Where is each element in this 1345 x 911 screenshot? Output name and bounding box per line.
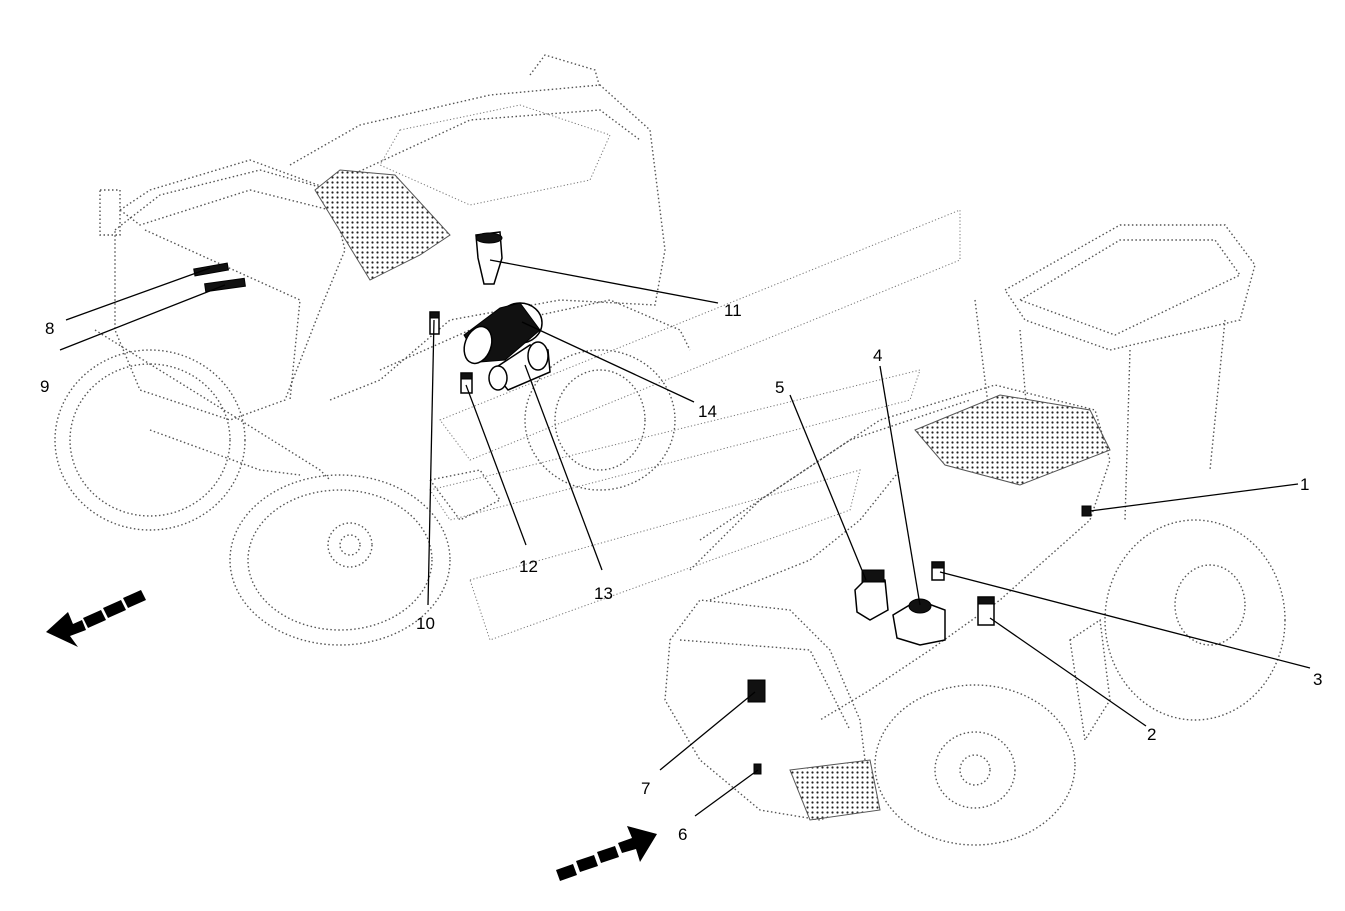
callout-7: 7 <box>641 779 650 798</box>
callout-10: 10 <box>416 614 435 633</box>
callout-9: 9 <box>40 377 49 396</box>
callout-11: 11 <box>724 301 742 320</box>
callout-12: 12 <box>519 557 538 576</box>
callout-5: 5 <box>775 378 784 397</box>
tractor-rear-view <box>54 54 961 646</box>
callout-6: 6 <box>678 825 687 844</box>
tractor-front-view <box>664 224 1286 846</box>
leader-lines <box>59 259 1311 817</box>
callout-14: 14 <box>698 402 717 421</box>
direction-arrow-icon <box>46 590 146 647</box>
callout-13: 13 <box>594 584 613 603</box>
callout-4: 4 <box>873 346 882 365</box>
callout-2: 2 <box>1147 725 1156 744</box>
direction-arrow-icon <box>556 826 657 881</box>
callout-3: 3 <box>1313 670 1322 689</box>
callout-1: 1 <box>1300 475 1309 494</box>
callout-8: 8 <box>45 319 54 338</box>
